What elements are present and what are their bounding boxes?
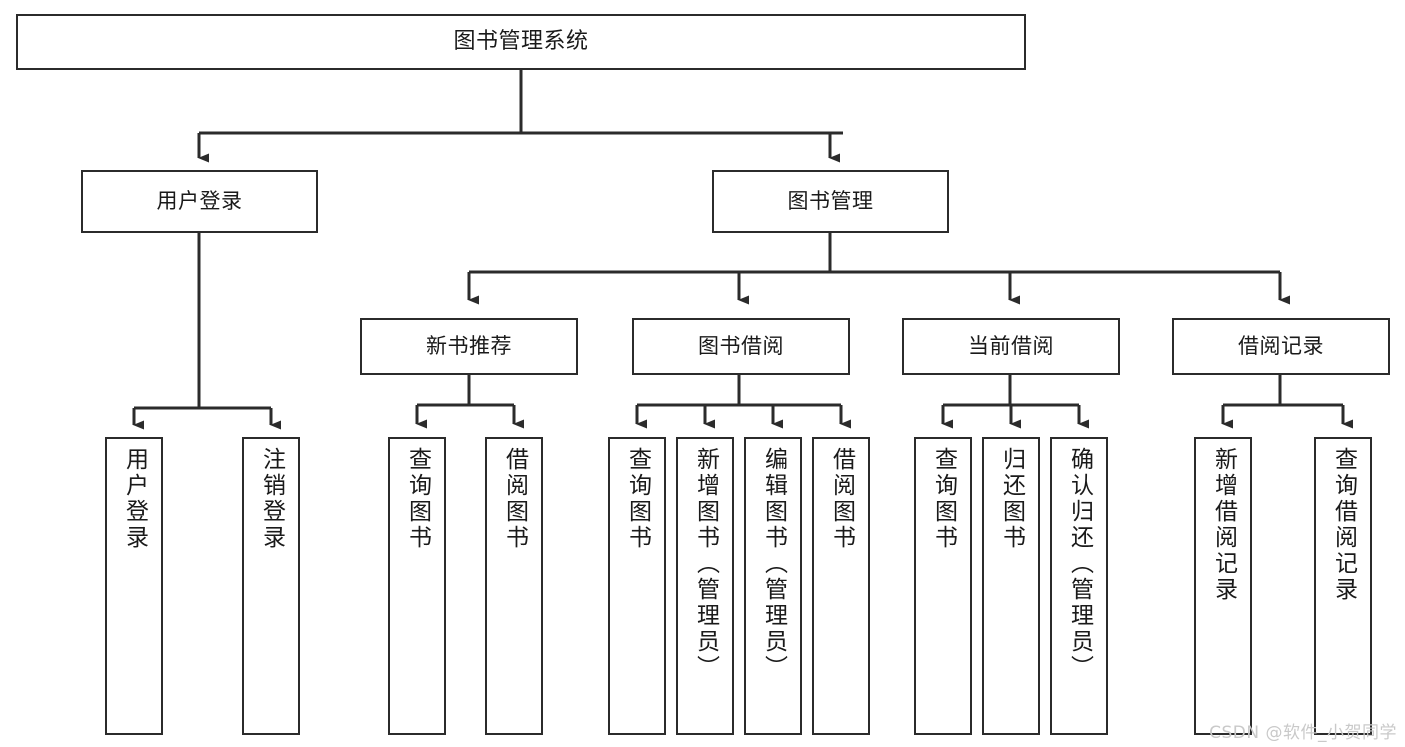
leaf-borrow-add-book[interactable]: 新增图书（管理员）	[676, 437, 734, 735]
node-new-book-recommend[interactable]: 新书推荐	[360, 318, 578, 375]
node-current-borrow[interactable]: 当前借阅	[902, 318, 1120, 375]
leaf-borrow-borrow-book-label: 借阅图书	[828, 447, 855, 551]
leaf-user-login[interactable]: 用户登录	[105, 437, 163, 735]
leaf-current-return-book[interactable]: 归还图书	[982, 437, 1040, 735]
node-root[interactable]: 图书管理系统	[16, 14, 1026, 70]
leaf-newbook-query-book-label: 查询图书	[404, 447, 431, 551]
leaf-newbook-borrow-book-label: 借阅图书	[501, 447, 528, 551]
leaf-borrow-query-book[interactable]: 查询图书	[608, 437, 666, 735]
leaf-borrow-edit-book[interactable]: 编辑图书（管理员）	[744, 437, 802, 735]
leaf-borrow-borrow-book[interactable]: 借阅图书	[812, 437, 870, 735]
leaf-record-add-label: 新增借阅记录	[1210, 447, 1237, 603]
node-current-borrow-label: 当前借阅	[968, 334, 1054, 359]
node-user-login[interactable]: 用户登录	[81, 170, 318, 233]
leaf-user-login-label: 用户登录	[121, 447, 148, 551]
node-borrow-record-label: 借阅记录	[1238, 334, 1324, 359]
leaf-current-return-book-label: 归还图书	[998, 447, 1025, 551]
leaf-borrow-query-book-label: 查询图书	[624, 447, 651, 551]
leaf-logout[interactable]: 注销登录	[242, 437, 300, 735]
node-new-book-recommend-label: 新书推荐	[426, 334, 512, 359]
leaf-logout-label: 注销登录	[258, 447, 285, 551]
leaf-record-query[interactable]: 查询借阅记录	[1314, 437, 1372, 735]
node-book-borrow[interactable]: 图书借阅	[632, 318, 850, 375]
leaf-newbook-query-book[interactable]: 查询图书	[388, 437, 446, 735]
node-user-login-label: 用户登录	[156, 189, 243, 214]
leaf-borrow-edit-book-label: 编辑图书（管理员）	[760, 447, 787, 681]
leaf-record-add[interactable]: 新增借阅记录	[1194, 437, 1252, 735]
leaf-current-confirm-return[interactable]: 确认归还（管理员）	[1050, 437, 1108, 735]
watermark: CSDN @软件_小贺同学	[1209, 723, 1397, 743]
leaf-record-query-label: 查询借阅记录	[1330, 447, 1357, 603]
leaf-current-query-book-label: 查询图书	[930, 447, 957, 551]
leaf-newbook-borrow-book[interactable]: 借阅图书	[485, 437, 543, 735]
node-root-label: 图书管理系统	[453, 29, 589, 55]
node-book-borrow-label: 图书借阅	[698, 334, 784, 359]
node-book-management[interactable]: 图书管理	[712, 170, 949, 233]
node-borrow-record[interactable]: 借阅记录	[1172, 318, 1390, 375]
leaf-current-confirm-return-label: 确认归还（管理员）	[1066, 447, 1093, 681]
leaf-current-query-book[interactable]: 查询图书	[914, 437, 972, 735]
node-book-management-label: 图书管理	[787, 189, 874, 214]
leaf-borrow-add-book-label: 新增图书（管理员）	[692, 447, 719, 681]
